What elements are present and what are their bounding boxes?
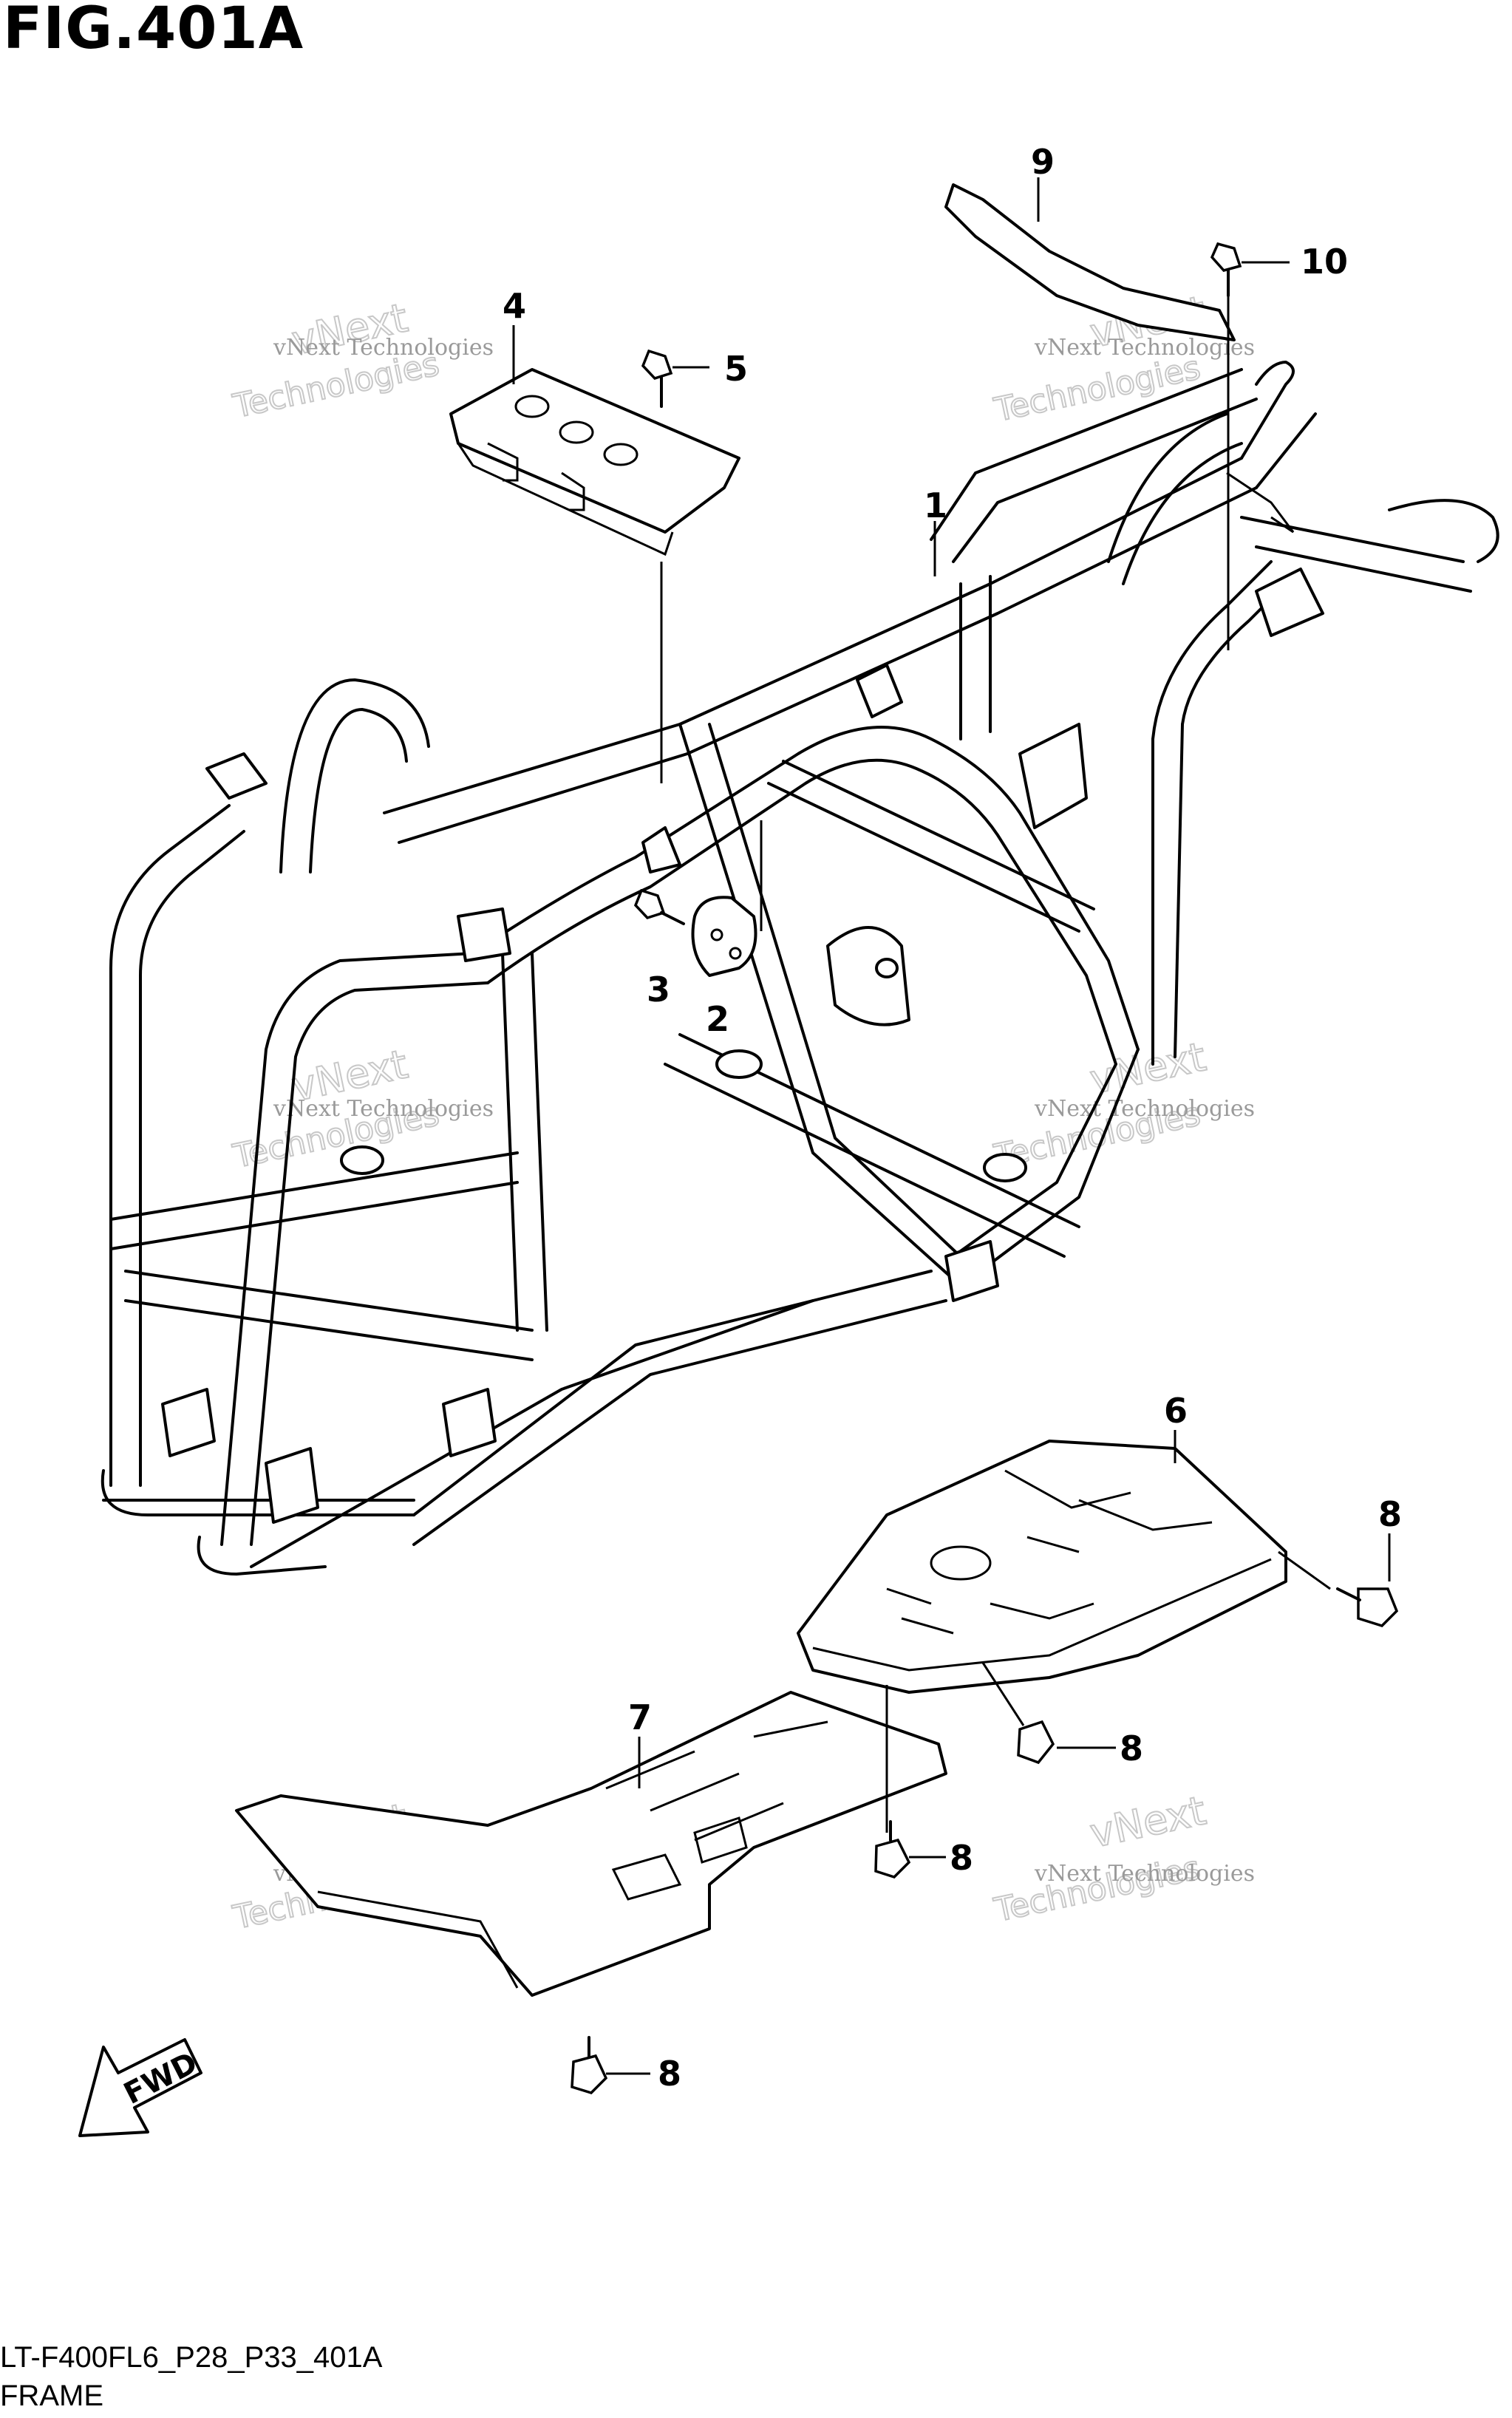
svg-text:vNext: vNext (1086, 1787, 1210, 1856)
fwd-arrow-icon: FWD (78, 2038, 203, 2137)
watermark-mid-right: vNext Technologies vNext Technologies (990, 1032, 1255, 1176)
bolt-10 (1210, 242, 1242, 297)
callout-7: 6 (1164, 1391, 1188, 1431)
svg-text:Technologies: Technologies (991, 349, 1204, 429)
main-frame (101, 361, 1499, 1576)
callout-8-mid: 8 (1120, 1729, 1143, 1768)
svg-text:vNext Technologies: vNext Technologies (1034, 1096, 1255, 1122)
part-7-skid-plate (797, 1440, 1287, 1694)
callout-8-bottom: 8 (658, 2054, 681, 2094)
callout-9: 9 (1031, 142, 1055, 182)
part-4-carrier-bracket (449, 368, 740, 556)
svg-text:vNext Technologies: vNext Technologies (273, 1096, 494, 1122)
callout-2: 2 (706, 999, 729, 1039)
bolt-8-mid (1017, 1720, 1055, 1765)
section-name: FRAME (0, 2380, 103, 2412)
guide-lines (660, 296, 1331, 1833)
callout-6: 7 (628, 1697, 652, 1737)
svg-text:vNext Technologies: vNext Technologies (273, 335, 494, 361)
callout-5: 5 (724, 349, 748, 389)
leader-lines (512, 177, 1391, 2075)
part-9-rear-stay (944, 183, 1295, 534)
watermark-bottom-right: vNext Technologies vNext Technologies (990, 1786, 1255, 1930)
callout-3: 3 (647, 970, 670, 1009)
model-code: LT-F400FL6_P28_P33_401A (0, 2341, 383, 2374)
svg-text:vNext Technologies: vNext Technologies (1034, 1861, 1255, 1887)
figure-title: FIG.401A (3, 0, 304, 62)
part-2-plate (691, 896, 757, 977)
svg-text:vNext: vNext (1086, 1033, 1210, 1103)
watermark-top-left: vNext Technologies vNext Technologies (229, 293, 494, 426)
callout-8-center: 8 (950, 1838, 973, 1878)
part-6-skid-plate (235, 1691, 947, 1997)
svg-text:vNext Technologies: vNext Technologies (1034, 335, 1255, 361)
bolt-3 (633, 888, 685, 925)
bolt-8-bottom (571, 2036, 608, 2094)
callout-8-right: 8 (1378, 1494, 1402, 1534)
callout-10: 10 (1301, 242, 1348, 282)
bolt-8-center (874, 1820, 911, 1879)
bolt-5 (641, 349, 673, 408)
callout-4: 4 (503, 286, 526, 326)
callout-1: 1 (924, 486, 947, 525)
bolt-8-right (1336, 1587, 1399, 1627)
